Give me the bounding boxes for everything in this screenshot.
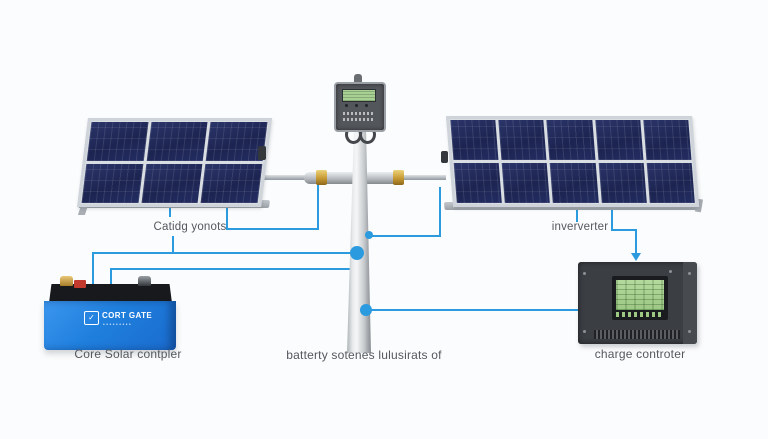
screw-icon (688, 272, 691, 275)
wire-pole-to-battery-h (92, 252, 359, 254)
solar-cell (200, 164, 263, 203)
solar-cell (450, 120, 499, 160)
charge-controller-caption: charge controter (594, 347, 686, 361)
wire-panel-to-controller-v1 (611, 206, 613, 231)
charge-controller (578, 262, 697, 344)
battery-caption: Core Solar contpler (74, 347, 182, 361)
screw-icon (669, 270, 672, 273)
pole-caption: batterty sotenes lulusirats of (286, 348, 442, 362)
control-box (334, 82, 386, 132)
charge-controller-side-strip (683, 262, 697, 344)
crossbar-coupler-right (393, 170, 404, 185)
wire-panel-to-crossbar-v1 (226, 205, 228, 230)
solar-cell (598, 163, 647, 203)
wire-panel-to-crossbar-v2 (317, 184, 319, 230)
charge-controller-screen (616, 280, 664, 310)
wire-pole-to-battery2-h (110, 268, 355, 270)
solar-cell (501, 163, 551, 203)
wire-panel-to-controller-v2 (635, 229, 637, 255)
right-solar-panel (446, 116, 700, 207)
battery-lid (49, 284, 172, 303)
control-box-button (365, 104, 368, 107)
crossbar-coupler-left (316, 170, 327, 185)
control-box-screen (342, 89, 376, 102)
battery-brand-subtext: ••••••••• (103, 322, 133, 328)
wire-left-caption-stub (172, 236, 174, 253)
wire-crossbar-to-pole-v (439, 187, 441, 237)
left-panel-junction-box (258, 146, 266, 160)
control-box-button (345, 104, 348, 107)
wire-pole-to-battery2-v (110, 268, 112, 289)
right-panel-bracket (441, 151, 448, 163)
control-box-button (355, 104, 358, 107)
solar-cell (498, 120, 547, 160)
screw-icon (583, 330, 586, 333)
battery-logo-icon: ✓ (84, 311, 99, 325)
junction-dot-battery (350, 246, 364, 260)
control-box-label-row (343, 112, 373, 115)
battery-terminal-positive (60, 276, 73, 286)
solar-cell (643, 120, 692, 160)
battery-brand-text: CORT GATE (102, 311, 153, 320)
solar-cell (146, 122, 208, 161)
wire-left-panel-arrow (169, 203, 171, 217)
arrowhead-down-controller-icon (631, 253, 641, 261)
wire-pole-to-battery-v (92, 252, 94, 288)
charge-controller-key-row (616, 312, 664, 317)
right-panel-caption: inververter (551, 221, 609, 233)
wire-crossbar-to-pole-h (368, 235, 441, 237)
battery-fuse-block (74, 280, 86, 288)
solar-cell (594, 120, 644, 160)
solar-cell (141, 164, 203, 203)
solar-cell (453, 163, 503, 203)
solar-cell (646, 163, 695, 203)
left-panel-caption: Catidg yonots (153, 221, 227, 233)
mounting-pole (346, 128, 371, 353)
junction-dot-controller (360, 304, 372, 316)
junction-dot-small (365, 231, 373, 239)
crossbar-rod-left (262, 175, 307, 180)
battery-terminal-negative (138, 276, 151, 286)
control-box-antenna (354, 74, 362, 84)
wire-panel-to-crossbar-h (226, 228, 319, 230)
screw-icon (688, 330, 691, 333)
wire-right-panel-arrow (576, 207, 578, 222)
wire-pole-to-controller-h (366, 309, 578, 311)
screw-icon (583, 272, 586, 275)
crossbar-rod-right (400, 175, 446, 180)
solar-cell (550, 163, 599, 203)
solar-cell (81, 164, 144, 203)
charge-controller-screen-bezel (612, 276, 668, 320)
control-box-label-row (343, 118, 373, 121)
charge-controller-vents (594, 330, 680, 339)
solar-cell (546, 120, 596, 160)
wire-panel-to-controller-h (611, 229, 637, 231)
solar-cell (86, 122, 149, 161)
battery (44, 301, 176, 350)
left-solar-panel (77, 118, 272, 207)
